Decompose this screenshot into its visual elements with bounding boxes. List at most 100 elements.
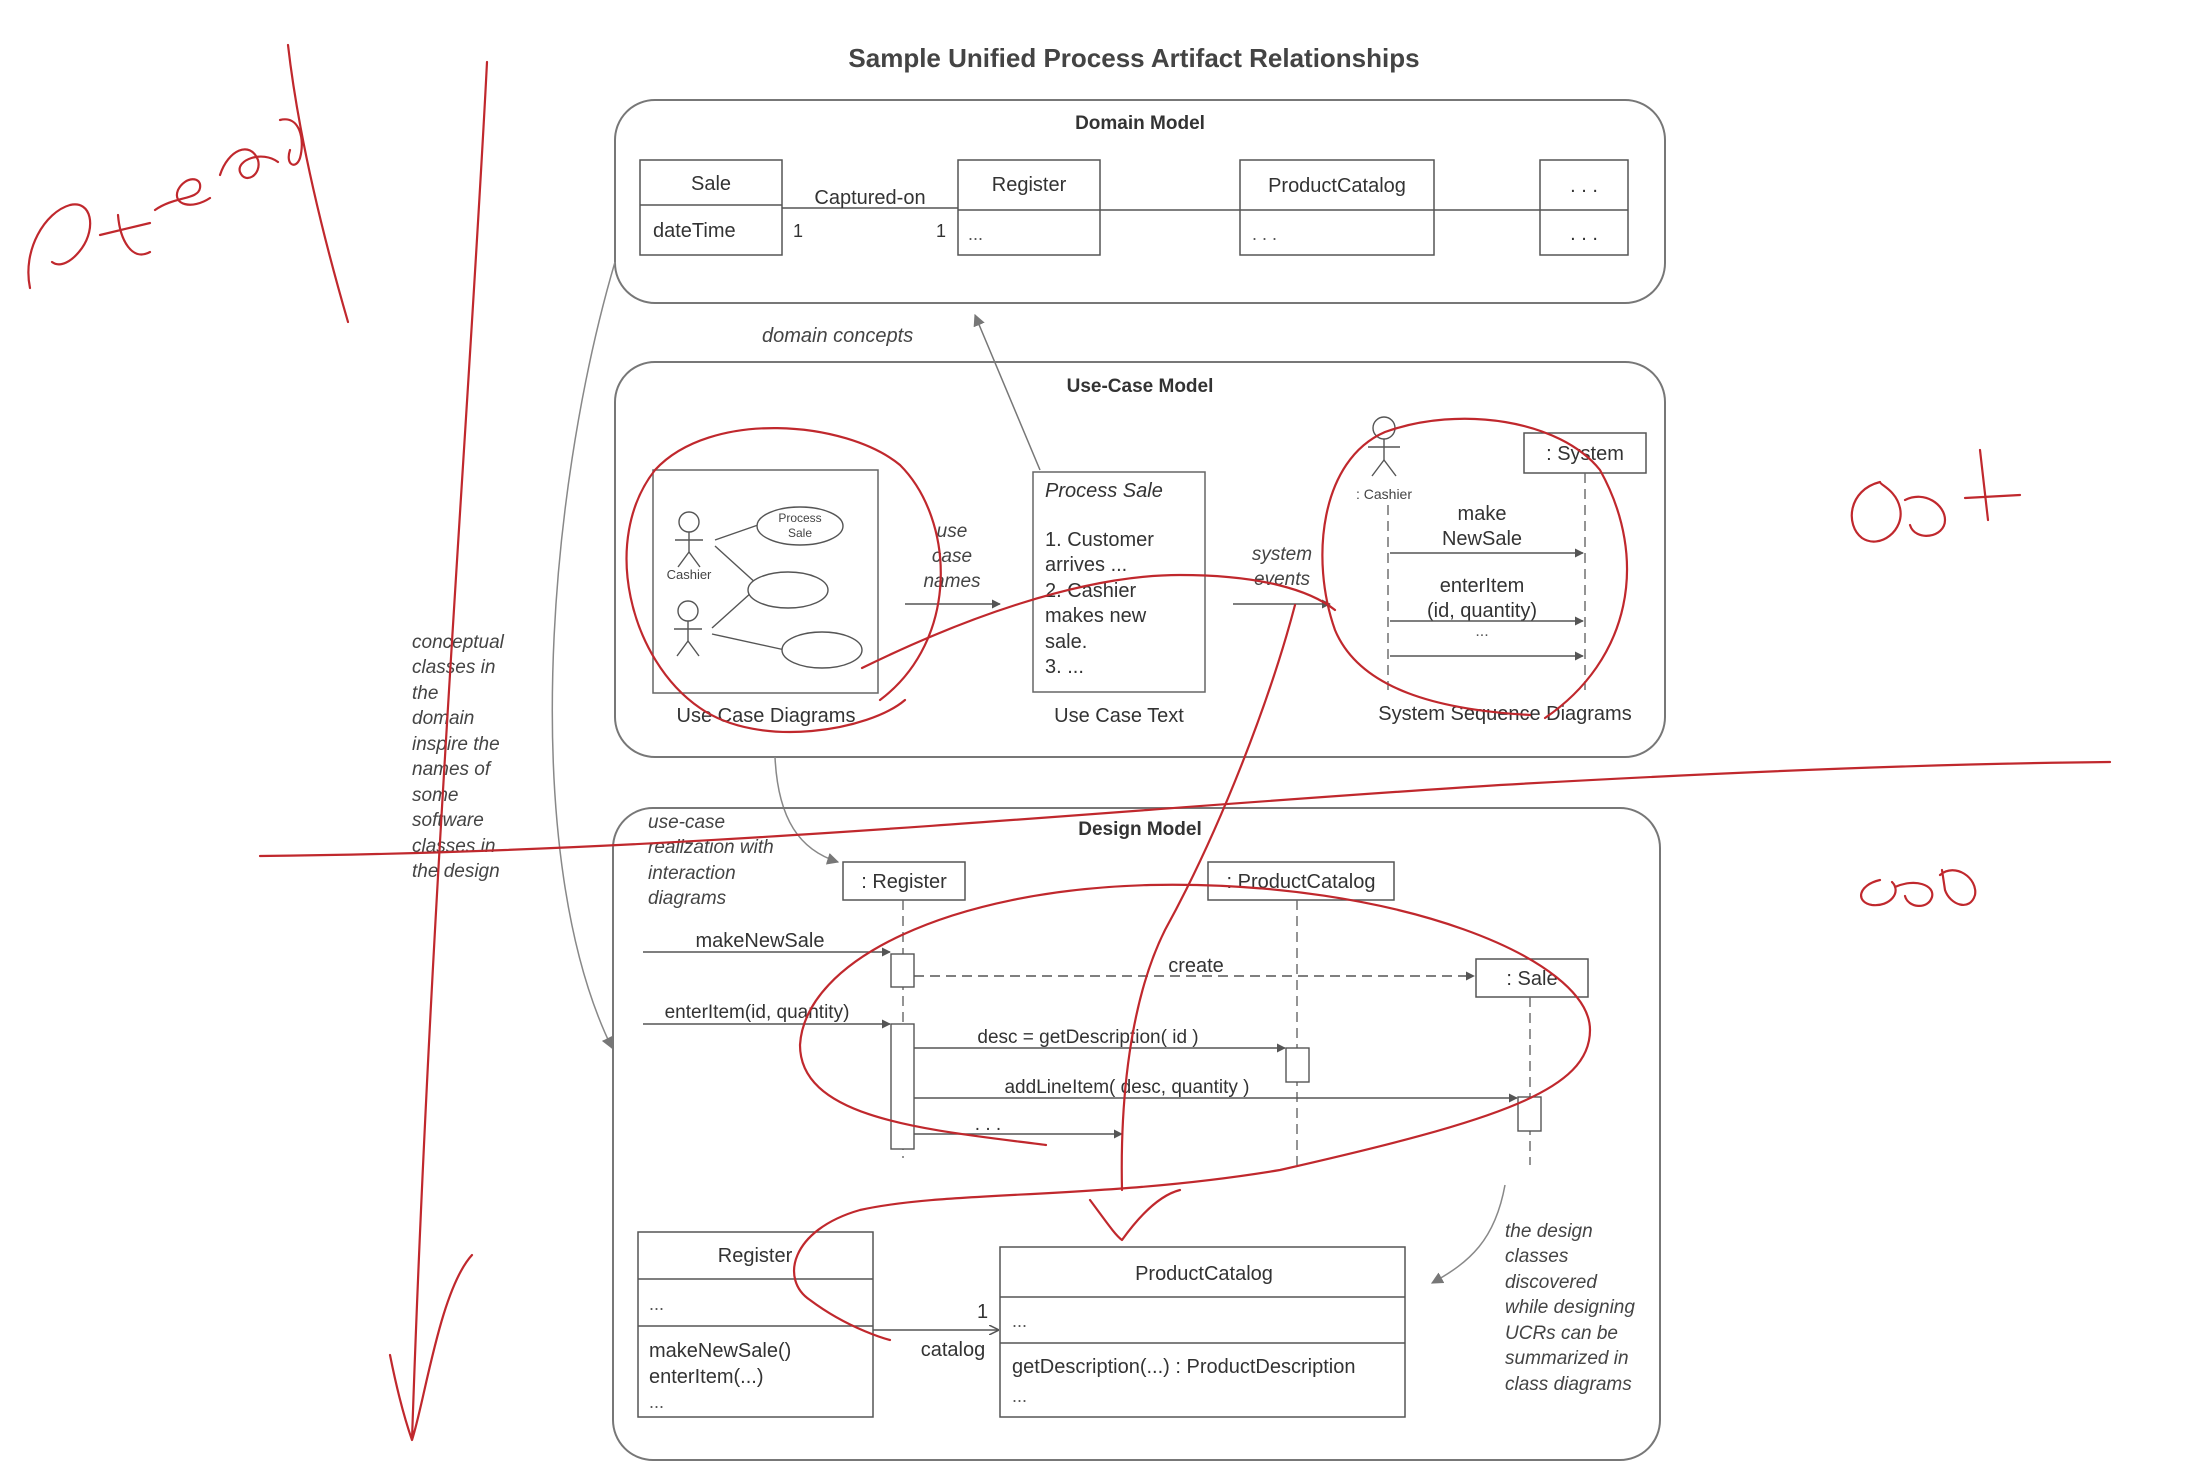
register-activation-1 — [890, 953, 915, 988]
domain-class-sale: Sale dateTime — [639, 159, 783, 256]
design-loop — [793, 883, 1592, 1342]
more-attr: . . . — [1570, 223, 1598, 245]
msg-get-description: desc = getDescription( id ) — [977, 1027, 1198, 1048]
uc-text-line-4: makes new — [1045, 605, 1147, 627]
design-catalog-op-2: ... — [1012, 1386, 1027, 1406]
system-events-1: system — [1252, 544, 1312, 565]
ssd-cashier-actor-icon — [1368, 416, 1400, 477]
cashier-actor-icon — [675, 511, 703, 568]
catalog-activation — [1285, 1047, 1310, 1083]
domain-model-title: Domain Model — [1075, 113, 1205, 134]
ssd-msg3-label: ... — [1475, 623, 1488, 640]
domain-model-panel: Domain Model Sale dateTime Captured-on 1… — [614, 99, 1666, 304]
domain-to-design-arrow — [551, 261, 616, 1050]
left-note-4: domain — [412, 708, 474, 729]
domain-class-register: Register ... — [957, 159, 1101, 256]
uc-text-line-1: 1. Customer — [1045, 529, 1154, 551]
use-case-text-box: Process Sale 1. Customer arrives ... 2. … — [1032, 471, 1206, 693]
handwriting-scribble-icon — [27, 43, 350, 324]
design-register-name: Register — [718, 1245, 793, 1267]
design-register-op-2: enterItem(...) — [649, 1366, 763, 1388]
right-note-4: while designing — [1505, 1297, 1635, 1318]
captured-on-mult-right: 1 — [936, 221, 946, 241]
domain-class-more: . . . . . . — [1539, 159, 1629, 256]
design-class-register: Register ... makeNewSale() enterItem(...… — [637, 1231, 874, 1418]
design-class-productcatalog: ProductCatalog ... getDescription(...) :… — [999, 1246, 1406, 1418]
left-note-3: the — [412, 683, 438, 704]
use-case-names-3: names — [923, 571, 981, 592]
split-line — [258, 760, 2112, 858]
design-model-panel: Design Model use-case realization with i… — [612, 807, 1661, 1461]
system-events-2: events — [1254, 569, 1310, 590]
right-note-6: summarized in — [1505, 1348, 1629, 1369]
design-catalog-op-1: getDescription(...) : ProductDescription — [1012, 1356, 1355, 1378]
ucr-note-4: diagrams — [648, 888, 727, 909]
msg-create: create — [1168, 955, 1224, 977]
use-case-model-title: Use-Case Model — [1067, 376, 1214, 397]
uc-text-title: Process Sale — [1045, 480, 1163, 502]
design-catalog-attr: ... — [1012, 1311, 1027, 1331]
design-register-op-3: ... — [649, 1392, 664, 1412]
left-note-5: inspire the — [412, 734, 500, 755]
diagram-title: Sample Unified Process Artifact Relation… — [848, 43, 1419, 73]
catalog-class-name: ProductCatalog — [1268, 175, 1406, 197]
register-lifeline-label: : Register — [861, 871, 947, 893]
right-note-3: discovered — [1505, 1272, 1598, 1293]
right-note-5: UCRs can be — [1505, 1323, 1618, 1344]
circle-ssd — [1321, 417, 1628, 720]
catalog-assoc-mult: 1 — [977, 1301, 988, 1323]
ssd-msg1-line2: NewSale — [1442, 528, 1522, 550]
sale-class-name: Sale — [691, 173, 731, 195]
uc-actor-label: Cashier — [667, 567, 712, 582]
left-note-1: conceptual — [412, 632, 505, 653]
catalog-attr: . . . — [1252, 224, 1277, 244]
ssd-msg1-line1: make — [1458, 503, 1507, 525]
use-case-diagram: Cashier Process Sale — [652, 469, 879, 694]
register-activation-2 — [890, 1023, 915, 1150]
use-case-bubbles — [711, 506, 863, 669]
use-case-names-2: case — [932, 546, 972, 567]
register-class-name: Register — [992, 174, 1067, 196]
right-note-2: classes — [1505, 1246, 1569, 1267]
second-actor-icon — [674, 600, 702, 657]
design-register-op-1: makeNewSale() — [649, 1340, 791, 1362]
ssd-cashier-label: : Cashier — [1356, 486, 1412, 502]
red-annotations — [27, 43, 2112, 1442]
uc-bubble-line2: Sale — [788, 526, 812, 540]
uc-text-line-3: 2. Cashier — [1045, 580, 1136, 602]
left-note-10: the design — [412, 861, 500, 882]
left-note-7: some — [412, 785, 458, 806]
captured-on-label: Captured-on — [814, 187, 925, 209]
sale-activation — [1517, 1096, 1542, 1132]
circle-use-case-diagram — [625, 427, 942, 733]
ucr-arrow — [774, 756, 840, 865]
ssd-msg2-line2: (id, quantity) — [1427, 600, 1537, 622]
ssd-msg2-line1: enterItem — [1440, 575, 1524, 597]
uc-text-line-2: arrives ... — [1045, 554, 1127, 576]
ooa-handwriting-icon — [1850, 448, 2022, 543]
sale-attr: dateTime — [653, 220, 736, 242]
system-sequence-diagram: : Cashier : System make NewSale enterIte… — [1356, 416, 1647, 690]
left-note: conceptual classes in the domain inspire… — [412, 632, 505, 882]
uc-text-line-5: sale. — [1045, 631, 1087, 653]
domain-concepts-arrow — [973, 313, 1041, 471]
sale-lifeline-label: : Sale — [1506, 968, 1557, 990]
left-vertical-arrow — [388, 60, 489, 1442]
ood-handwriting-icon — [1860, 868, 1977, 907]
connector-line — [860, 573, 1337, 670]
more-class-name: . . . — [1570, 175, 1598, 197]
register-attr: ... — [968, 224, 983, 244]
left-note-6: names of — [412, 759, 492, 780]
curve-to-design — [1088, 603, 1297, 1242]
ucr-note-1: use-case — [648, 812, 725, 833]
catalog-assoc-role: catalog — [921, 1339, 986, 1361]
ucr-to-class-arrow — [1430, 1184, 1506, 1284]
use-case-model-panel: Use-Case Model Cashier — [614, 361, 1666, 758]
catalog-lifeline-label: : ProductCatalog — [1227, 871, 1376, 893]
use-case-names-1: use — [937, 521, 968, 542]
right-note-7: class diagrams — [1505, 1374, 1632, 1395]
ucr-note-3: interaction — [648, 863, 736, 884]
domain-class-productcatalog: ProductCatalog . . . — [1239, 159, 1435, 256]
uc-text-line-6: 3. ... — [1045, 656, 1084, 678]
